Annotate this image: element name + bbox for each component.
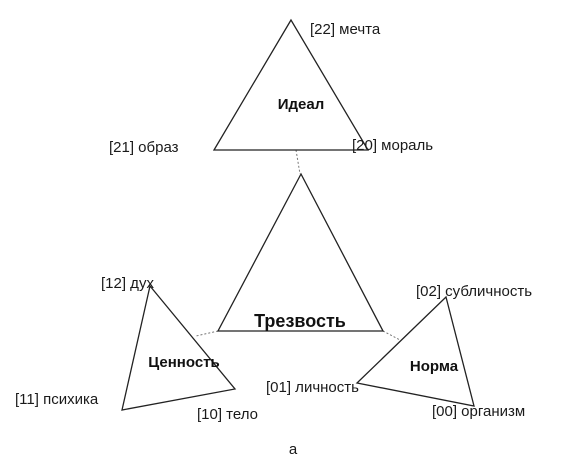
norm-title: Норма [410, 358, 459, 375]
label-10-body: [10] тело [197, 406, 258, 423]
label-00-organism: [00] организм [432, 403, 525, 420]
label-21-image: [21] образ [109, 139, 179, 156]
value-title: Ценность [148, 354, 219, 371]
norm-triangle [355, 295, 475, 407]
connector-ideal [295, 149, 301, 175]
label-22-dream: [22] мечта [310, 21, 381, 38]
center-title: Трезвость [254, 311, 346, 331]
connector-value [195, 330, 219, 337]
value-triangle [121, 284, 237, 411]
ideal-triangle [212, 18, 370, 151]
label-12-spirit: [12] дух [101, 275, 154, 292]
center-triangle [216, 172, 385, 332]
ideal-title: Идеал [278, 96, 325, 113]
figure-caption: а [289, 441, 298, 458]
connector-norm [382, 330, 401, 341]
label-01-personality: [01] личность [266, 379, 359, 396]
label-20-morality: [20] мораль [352, 137, 433, 154]
label-02-subpersonality: [02] субличность [416, 283, 532, 300]
label-11-psyche: [11] психика [15, 391, 99, 408]
